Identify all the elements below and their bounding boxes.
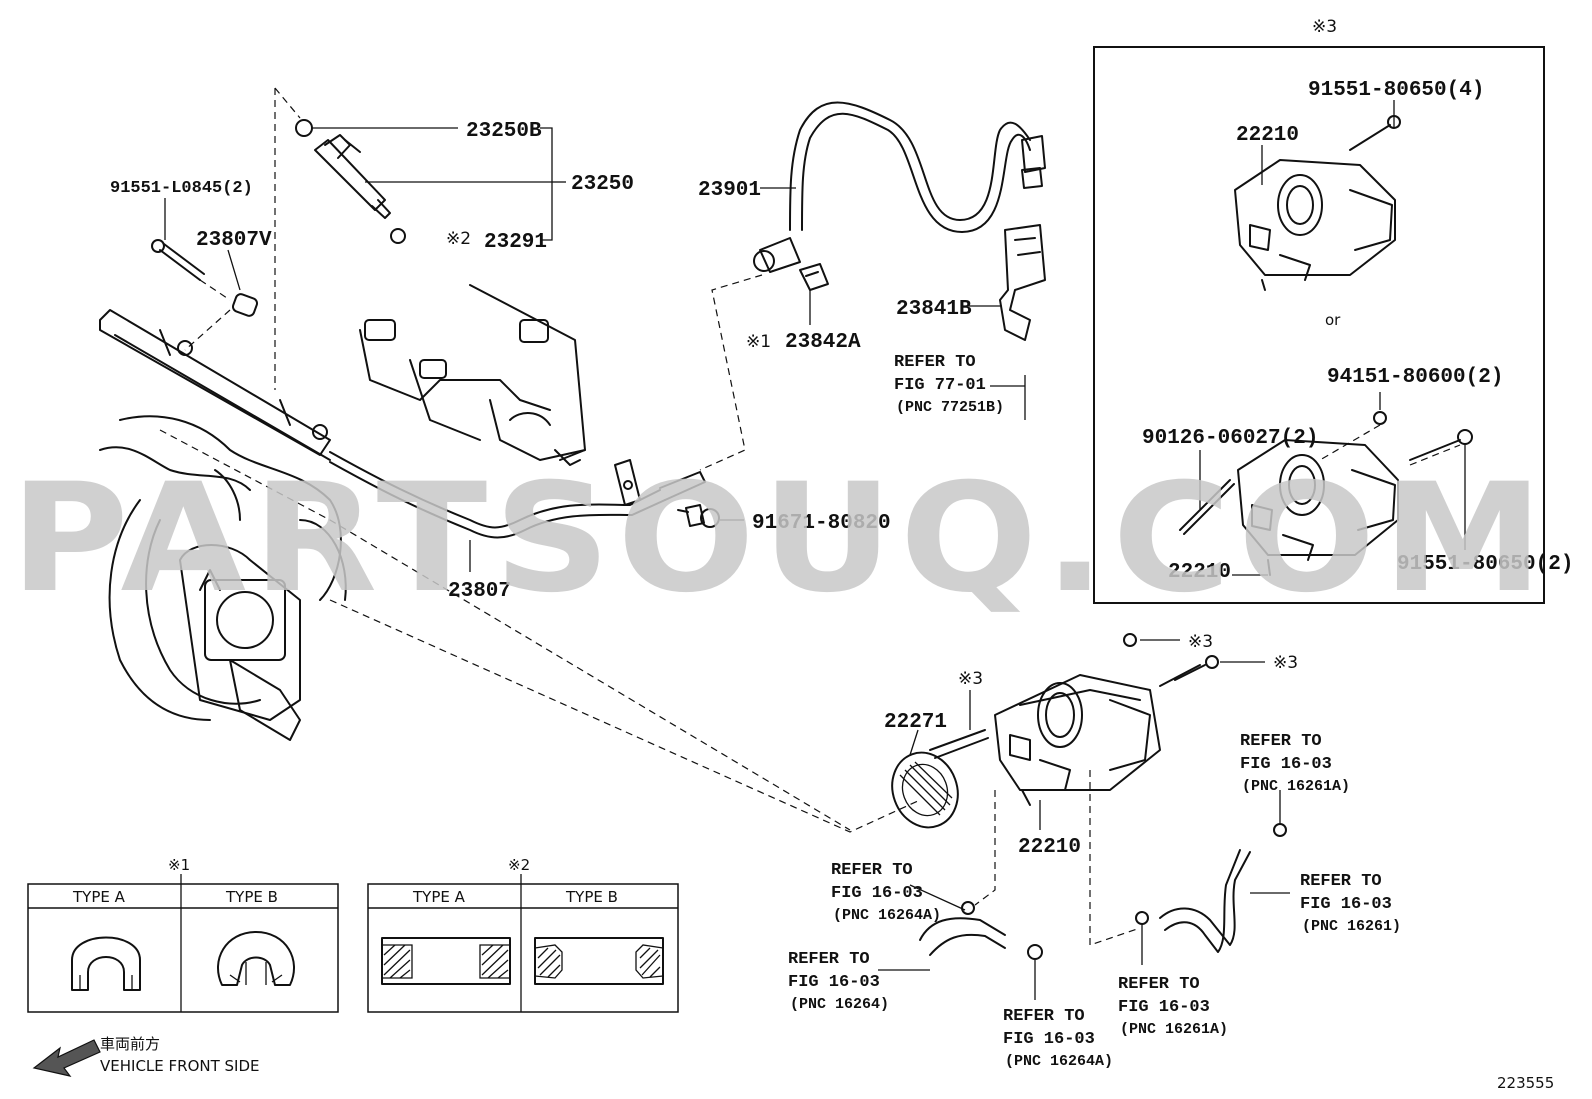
leader-lines <box>164 127 1290 1000</box>
svg-text:REFER TO: REFER TO <box>1118 975 1200 994</box>
svg-text:REFER TO: REFER TO <box>788 950 870 969</box>
part-23807V-label: 23807V <box>196 229 272 252</box>
svg-text:(PNC 16261): (PNC 16261) <box>1302 918 1401 935</box>
part-23901-label: 23901 <box>698 179 761 202</box>
legend-clip-types: ※1 TYPE A TYPE B <box>27 856 339 1013</box>
inset-bottom-bolt-label: 91551-80650(2) <box>1397 553 1573 576</box>
svg-text:REFER TO: REFER TO <box>1003 1007 1085 1026</box>
inset-top-body-label: 22210 <box>1236 124 1299 147</box>
part-22210-label: 22210 <box>1018 836 1081 859</box>
part-22271-label: 22271 <box>884 711 947 734</box>
part-22271-mark: ※3 <box>958 669 983 689</box>
legend1-mark: ※1 <box>168 856 190 874</box>
svg-text:(PNC 16261A): (PNC 16261A) <box>1120 1021 1228 1038</box>
connector-bracket <box>999 224 1046 420</box>
legend2-mark: ※2 <box>508 856 530 874</box>
inset-or-text: or <box>1325 311 1341 329</box>
cylinder-head-illustration <box>359 284 586 466</box>
refer-16261A-top: REFER TO FIG 16-03 (PNC 16261A) <box>1240 732 1350 795</box>
svg-text:FIG 16-03: FIG 16-03 <box>788 973 880 992</box>
fuel-delivery-pipe <box>99 309 706 539</box>
refer-16261: REFER TO FIG 16-03 (PNC 16261) <box>1300 872 1401 935</box>
arrow-left-icon <box>32 1039 101 1077</box>
bolt-mark: ※3 <box>1273 653 1298 673</box>
svg-text:FIG 16-03: FIG 16-03 <box>1003 1030 1095 1049</box>
inset-bottom-body-label: 22210 <box>1168 561 1231 584</box>
legend1-type-b: TYPE B <box>225 888 278 906</box>
clip <box>799 263 829 291</box>
refer-77-01: REFER TO FIG 77-01 (PNC 77251B) <box>894 353 1004 416</box>
direction-jp: 車両前方 <box>100 1035 160 1053</box>
guideline <box>329 599 921 833</box>
intake-manifold-illustration <box>99 415 347 741</box>
direction-en: VEHICLE FRONT SIDE <box>100 1057 260 1075</box>
fuel-injector <box>295 119 406 244</box>
part-91671-80820-label: 91671-80820 <box>752 512 891 535</box>
nut-mark: ※3 <box>1188 632 1213 652</box>
alternate-throttle-inset: ※3 91551-80650(4) 22210 or 94151-80600(2… <box>1093 17 1573 604</box>
svg-text:FIG 16-03: FIG 16-03 <box>1118 998 1210 1017</box>
refer-16261A-bottom: REFER TO FIG 16-03 (PNC 16261A) <box>1118 975 1228 1038</box>
svg-text:FIG 16-03: FIG 16-03 <box>1300 895 1392 914</box>
legend-spacer-types: ※2 TYPE A TYPE B <box>367 856 679 1013</box>
throttle-body <box>929 633 1219 806</box>
fuel-hose <box>699 101 1046 471</box>
svg-text:FIG 77-01: FIG 77-01 <box>894 376 986 395</box>
refer-16264: REFER TO FIG 16-03 (PNC 16264) <box>788 950 889 1013</box>
svg-text:(PNC 77251B): (PNC 77251B) <box>896 399 1004 416</box>
water-hoses <box>919 770 1287 960</box>
inset-mark: ※3 <box>1312 17 1337 37</box>
svg-text:(PNC 16261A): (PNC 16261A) <box>1242 778 1350 795</box>
legend1-type-a: TYPE A <box>72 888 126 906</box>
guideline <box>274 87 301 119</box>
inset-stud-label: 90126-06027(2) <box>1142 427 1318 450</box>
svg-text:(PNC 16264): (PNC 16264) <box>790 996 889 1013</box>
inset-top-bolt-label: 91551-80650(4) <box>1308 79 1484 102</box>
rail-bolt-and-spacer <box>151 239 259 351</box>
svg-text:FIG 16-03: FIG 16-03 <box>1240 755 1332 774</box>
svg-text:REFER TO: REFER TO <box>1300 872 1382 891</box>
part-23250B-label: 23250B <box>466 120 542 143</box>
svg-text:(PNC 16264A): (PNC 16264A) <box>833 907 941 924</box>
part-23841B-label: 23841B <box>896 298 972 321</box>
part-23807-label: 23807 <box>448 580 511 603</box>
vehicle-front-direction: 車両前方 VEHICLE FRONT SIDE <box>32 1035 260 1077</box>
figure-number: 223555 <box>1497 1074 1554 1092</box>
inset-frame <box>1093 46 1545 604</box>
part-23842A-mark: ※1 <box>746 332 771 352</box>
refer-16264A-top: REFER TO FIG 16-03 (PNC 16264A) <box>831 861 941 924</box>
inset-nut-label: 94151-80600(2) <box>1327 366 1503 389</box>
watermark: PARTSOUQ.COM <box>10 452 1550 626</box>
guideline <box>159 429 851 831</box>
part-23250-label: 23250 <box>571 173 634 196</box>
legend2-type-a: TYPE A <box>412 888 466 906</box>
part-23291-mark: ※2 <box>446 229 471 249</box>
union-bolt <box>677 504 720 528</box>
svg-text:REFER TO: REFER TO <box>894 353 976 372</box>
part-23842A-label: 23842A <box>785 331 861 354</box>
svg-text:(PNC 16264A): (PNC 16264A) <box>1005 1053 1113 1070</box>
svg-text:REFER TO: REFER TO <box>1240 732 1322 751</box>
part-91551-L0845-label: 91551-L0845(2) <box>110 179 253 198</box>
legend2-type-b: TYPE B <box>565 888 618 906</box>
svg-text:FIG 16-03: FIG 16-03 <box>831 884 923 903</box>
gasket <box>891 751 959 829</box>
svg-text:REFER TO: REFER TO <box>831 861 913 880</box>
part-23291-label: 23291 <box>484 231 547 254</box>
refer-16264A-bottom: REFER TO FIG 16-03 (PNC 16264A) <box>1003 1007 1113 1070</box>
